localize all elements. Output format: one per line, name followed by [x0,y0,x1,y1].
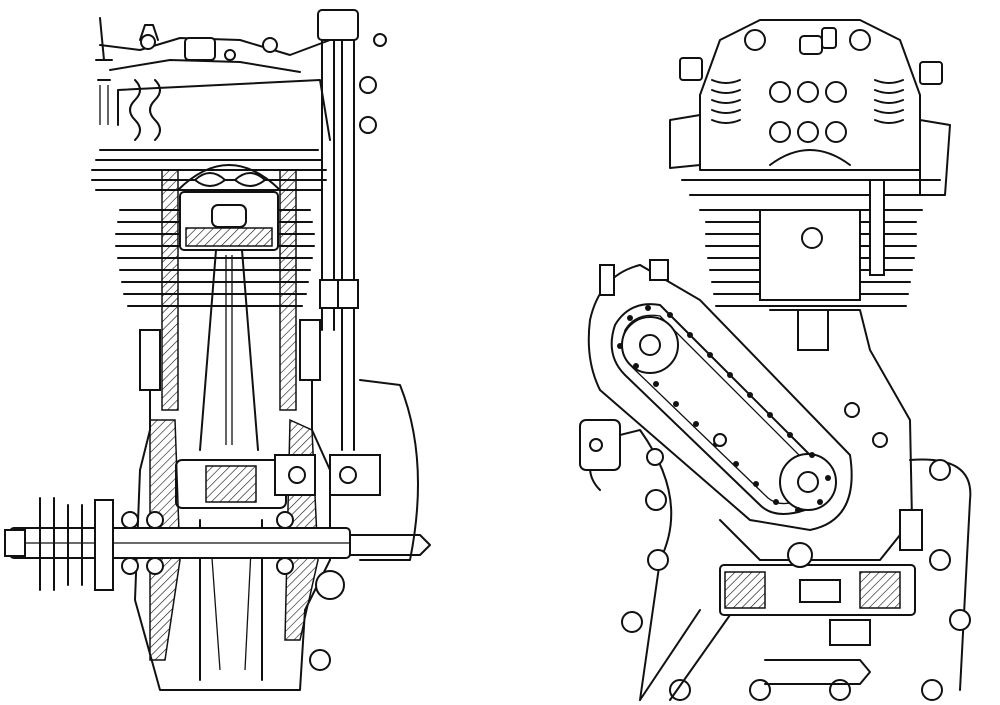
piston-and-connecting-rod [175,191,287,509]
lower-section-and-drive [639,509,923,701]
barrel-cooling-fins [681,149,941,307]
timing-side-view [579,19,972,701]
crankcase-body [719,309,913,561]
longitudinal-section-view [4,9,431,691]
mainshaft-and-flywheel-spindle [4,497,431,600]
pushrods-and-timing-case [274,9,419,561]
primary-chain-case [579,259,853,532]
cylinder-head-and-rocker-boxes [669,19,951,196]
rocker-assembly [95,17,331,141]
cylinder-head-and-barrel [91,79,331,411]
